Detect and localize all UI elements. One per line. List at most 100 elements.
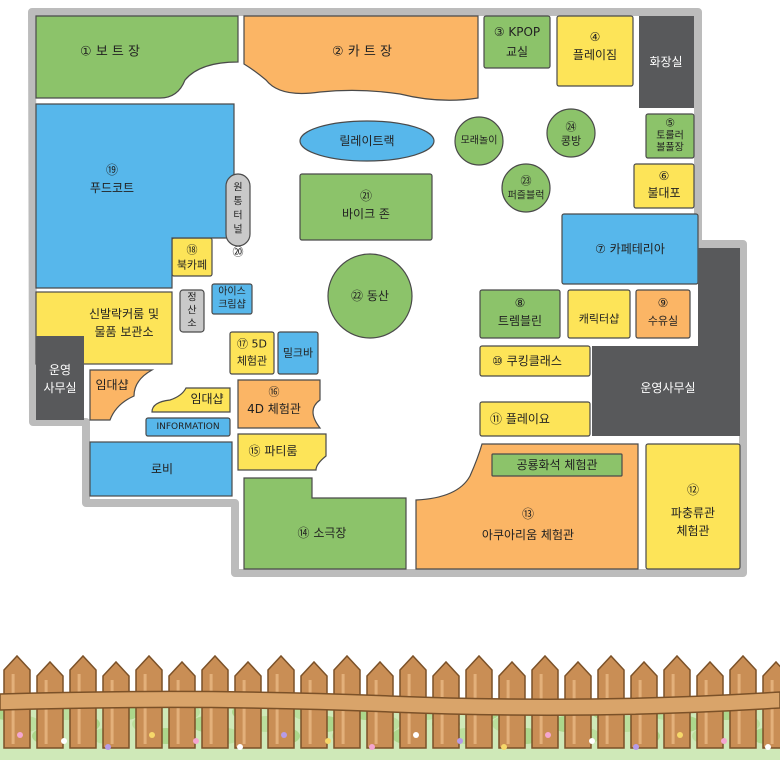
playyo-area[interactable] — [479, 401, 591, 437]
reptile-label-2: 체험관 — [676, 524, 709, 538]
roller-number: ⑤ — [665, 117, 675, 130]
aquarium-number: ⑬ — [522, 507, 534, 521]
milk-bar-label: 밀크바 — [283, 347, 313, 360]
flower-dot — [237, 744, 243, 750]
cooking-class-area[interactable] — [479, 345, 591, 377]
rental-shop-2-label: 임대샵 — [190, 392, 223, 406]
restroom-area[interactable] — [639, 16, 694, 108]
trampoline-label: 트렘블린 — [498, 314, 542, 328]
aquarium-label: 아쿠아리움 체험관 — [482, 528, 574, 542]
flower-dot — [589, 738, 595, 744]
bean-room-number: ㉔ — [566, 121, 577, 134]
fence-decoration — [0, 654, 780, 760]
tunnel-char-2: 통 — [233, 196, 242, 208]
hill-area[interactable] — [327, 253, 413, 339]
information-label: INFORMATION — [156, 422, 219, 432]
puzzle-block-number: ㉓ — [521, 175, 532, 188]
bubble-label: 불대포 — [647, 186, 680, 200]
information-desk[interactable] — [145, 417, 231, 437]
party-room-area[interactable] — [237, 433, 327, 471]
playgym-label: 플레이짐 — [573, 48, 617, 62]
bike-zone-area[interactable] — [299, 173, 433, 241]
tunnel-char-4: 널 — [233, 224, 242, 236]
icecream-label-2: 크림샵 — [218, 299, 246, 311]
office-left-label-1: 운영 — [49, 363, 71, 377]
boat-label: ① 보 트 장 — [80, 45, 140, 60]
theater-area[interactable] — [243, 477, 407, 570]
flower-dot — [325, 738, 331, 744]
boat-area[interactable] — [35, 15, 239, 99]
flower-dot — [61, 738, 67, 744]
restroom-label: 화장실 — [649, 55, 682, 69]
book-cafe-number: ⑱ — [187, 244, 198, 257]
flower-dot — [149, 732, 155, 738]
milk-bar-area[interactable] — [277, 331, 319, 375]
exp-4d-number: ⑯ — [269, 386, 280, 399]
locker-room-label-2: 물품 보관소 — [94, 325, 153, 339]
bubble-cannon-area[interactable] — [633, 163, 695, 209]
checkout-area[interactable] — [179, 289, 205, 333]
checkout-char-3: 소 — [187, 318, 196, 330]
checkout-char-1: 정 — [187, 292, 196, 304]
flower-dot — [765, 744, 771, 750]
flower-dot — [369, 744, 375, 750]
office-right-area[interactable] — [592, 248, 740, 436]
roller-ballpool-area[interactable] — [645, 113, 695, 159]
nursing-room-area[interactable] — [635, 289, 691, 339]
exp-4d-label: 4D 체험관 — [247, 402, 301, 416]
playyo-label: ⑪ 플레이요 — [490, 412, 550, 426]
bean-room-label: 콩방 — [561, 135, 581, 148]
tunnel-char-3: 터 — [233, 210, 242, 222]
relay-track-area[interactable] — [299, 120, 435, 162]
exp-5d-area[interactable] — [229, 331, 275, 375]
dino-fossil-area[interactable] — [491, 453, 623, 477]
flower-dot — [457, 738, 463, 744]
sand-play-area[interactable] — [454, 116, 504, 166]
dino-fossil-label: 공룡화석 체험관 — [516, 458, 597, 472]
office-left-area[interactable] — [36, 336, 84, 420]
bike-zone-number: ㉑ — [360, 189, 372, 203]
exp-5d-label-2: 체험관 — [237, 355, 267, 368]
kart-label: ② 카 트 장 — [332, 45, 392, 60]
flower-dot — [721, 738, 727, 744]
food-court-area[interactable] — [35, 103, 235, 289]
cooking-class-label: ⑩ 쿠킹클래스 — [492, 354, 562, 368]
lobby-area[interactable] — [89, 441, 233, 497]
cafeteria-label: ⑦ 카페테리아 — [595, 242, 665, 256]
rental-shop-2-area[interactable] — [151, 387, 231, 413]
character-shop-area[interactable] — [567, 289, 631, 339]
trampoline-number: ⑧ — [515, 296, 526, 310]
flower-dot — [545, 732, 551, 738]
puzzle-block-area[interactable] — [501, 163, 551, 213]
kart-area[interactable] — [243, 15, 479, 101]
reptile-experience-area[interactable] — [645, 443, 741, 570]
tunnel-number: ⑳ — [233, 246, 244, 259]
flower-dot — [281, 732, 287, 738]
bike-zone-label: 바이크 존 — [342, 207, 390, 221]
icecream-shop-area[interactable] — [211, 283, 253, 315]
exp-5d-label-1: ⑰ 5D — [237, 338, 267, 351]
roller-label-2: 볼풀장 — [656, 142, 684, 154]
flower-dot — [413, 732, 419, 738]
rental-shop-1-area[interactable] — [89, 369, 155, 421]
flower-dot — [677, 732, 683, 738]
lobby-label: 로비 — [151, 462, 173, 476]
roller-label-1: 토룰러 — [656, 130, 684, 142]
icecream-label-1: 아이스 — [218, 286, 246, 298]
flower-dot — [633, 744, 639, 750]
playgym-area[interactable] — [556, 15, 634, 87]
food-court-label: 푸드코트 — [90, 181, 134, 195]
exp-4d-area[interactable] — [237, 379, 322, 429]
flower-dot — [501, 744, 507, 750]
reptile-label-1: 파충류관 — [671, 506, 715, 520]
fence-rail — [0, 690, 780, 716]
trampoline-area[interactable] — [479, 289, 561, 339]
party-room-label: ⑮ 파티룸 — [249, 444, 298, 458]
reptile-number: ⑫ — [687, 483, 699, 497]
relay-track-label: 릴레이트랙 — [339, 134, 394, 148]
flower-dot — [105, 744, 111, 750]
tunnel-area[interactable] — [225, 173, 251, 247]
kpop-area[interactable] — [483, 15, 551, 69]
bean-room-area[interactable] — [546, 108, 596, 158]
kpop-label-1: ③ KPOP — [494, 25, 540, 39]
